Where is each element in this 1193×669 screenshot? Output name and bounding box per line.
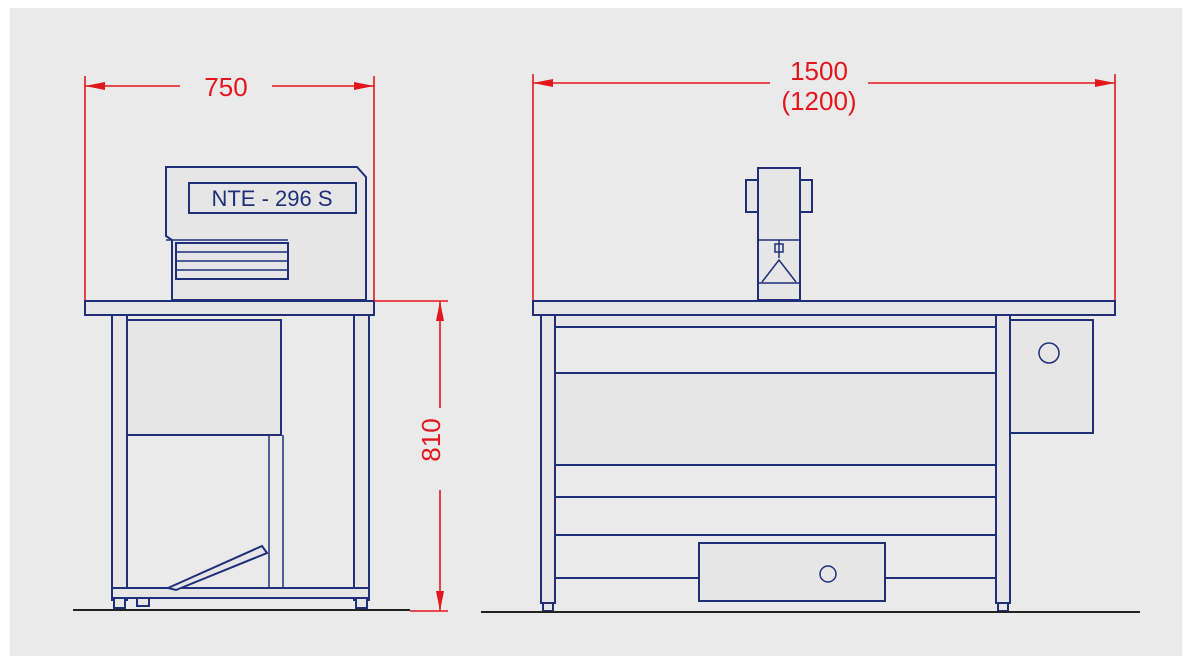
front-apron (554, 314, 997, 328)
side-foot-right (355, 597, 368, 609)
cabinet-knob (1038, 342, 1060, 364)
side-bottom-rail (111, 587, 370, 599)
model-plate (188, 182, 357, 214)
front-machine-head (745, 167, 813, 301)
side-table-top (84, 300, 375, 316)
front-foot-left (542, 602, 554, 612)
side-view: NTE - 296 S (84, 166, 375, 609)
dimension-label-750: 750 (204, 72, 247, 102)
dimension-810: 810 (374, 300, 448, 612)
pedal-foot (136, 597, 150, 607)
side-foot-left (113, 597, 126, 609)
side-leg-right (353, 314, 370, 601)
front-crossbar-panel (554, 372, 997, 466)
machine-head: NTE - 296 S (165, 166, 367, 301)
side-leg-left (111, 314, 128, 601)
front-leg-left (540, 314, 556, 604)
dimension-label-810: 810 (416, 418, 446, 461)
model-label: NTE - 296 S (211, 186, 332, 211)
front-foot-right (997, 602, 1009, 612)
side-drawer (114, 319, 282, 436)
dimension-1500: 1500 (1200) (532, 56, 1116, 300)
dimension-label-1500: 1500 (790, 56, 848, 86)
front-table-top (532, 300, 1116, 316)
drawer-knob (819, 565, 837, 583)
control-cabinet (1009, 319, 1094, 434)
front-view (532, 167, 1116, 612)
dimension-label-1200: (1200) (781, 86, 856, 116)
dimension-750: 750 (84, 72, 375, 300)
foot-pedal (164, 544, 269, 592)
front-leg-right (995, 314, 1011, 604)
bottom-drawer (698, 542, 886, 602)
